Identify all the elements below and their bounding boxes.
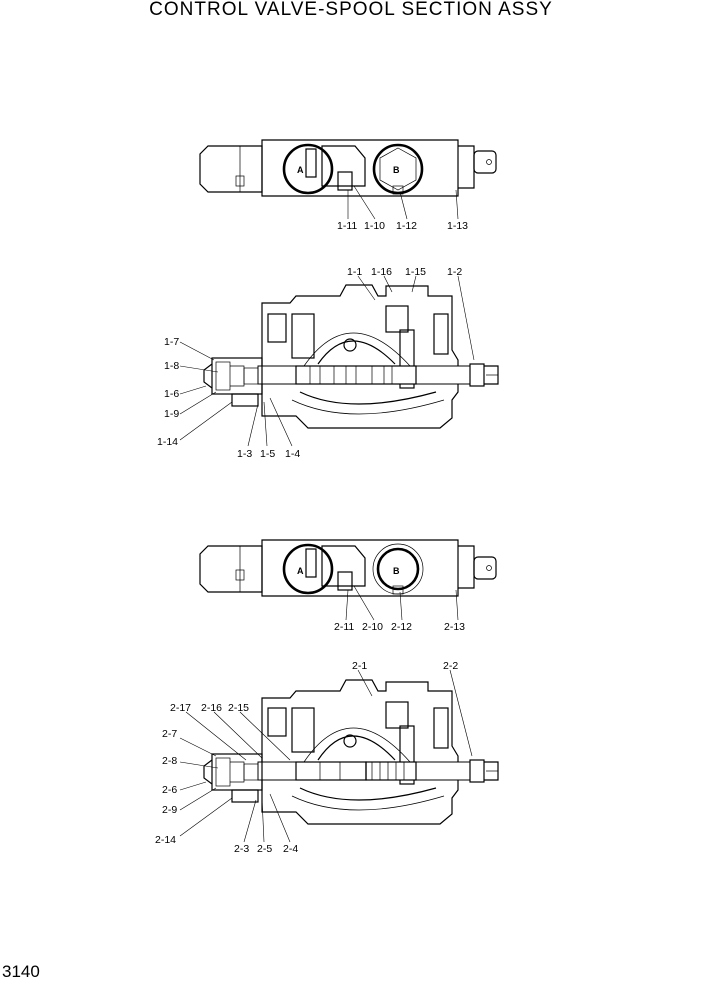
view-4-leaders (179, 669, 473, 843)
part-label-2-17: 2-17 (170, 702, 191, 714)
part-label-2-13: 2-13 (444, 621, 465, 633)
part-label-1-2: 1-2 (447, 266, 462, 278)
part-label-1-14: 1-14 (157, 436, 178, 448)
part-label-2-8: 2-8 (162, 755, 177, 767)
part-label-2-7: 2-7 (162, 728, 177, 740)
part-label-2-6: 2-6 (162, 784, 177, 796)
part-label-1-9: 1-9 (164, 408, 179, 420)
view-2-section (203, 284, 499, 429)
part-label-1-5: 1-5 (260, 448, 275, 460)
part-label-1-8: 1-8 (164, 360, 179, 372)
port-label-b: B (393, 165, 400, 175)
part-label-2-4: 2-4 (283, 843, 298, 855)
part-label-1-10: 1-10 (364, 220, 385, 232)
part-label-2-11: 2-11 (334, 621, 354, 633)
part-label-2-12: 2-12 (391, 621, 412, 633)
view-3-top (199, 539, 497, 597)
part-label-2-16: 2-16 (201, 702, 222, 714)
port-label-a: A (297, 566, 304, 576)
part-label-2-3: 2-3 (234, 843, 249, 855)
part-label-1-15: 1-15 (405, 266, 426, 278)
part-label-1-1: 1-1 (347, 266, 362, 278)
part-label-1-3: 1-3 (237, 448, 252, 460)
port-label-a: A (297, 165, 304, 175)
view-3-leaders (345, 585, 459, 621)
page-title: CONTROL VALVE-SPOOL SECTION ASSY (149, 0, 553, 20)
part-label-1-12: 1-12 (396, 220, 417, 232)
page-number: 3140 (2, 962, 40, 981)
part-label-1-4: 1-4 (285, 448, 300, 460)
part-label-2-15: 2-15 (228, 702, 249, 714)
view-2-leaders (179, 275, 475, 447)
part-label-2-10: 2-10 (362, 621, 383, 633)
part-label-2-2: 2-2 (443, 660, 458, 672)
part-label-1-16: 1-16 (371, 266, 392, 278)
part-label-2-1: 2-1 (352, 660, 367, 672)
port-label-b: B (393, 566, 400, 576)
part-label-2-14: 2-14 (155, 834, 176, 846)
view-1-top (199, 139, 497, 197)
part-label-2-9: 2-9 (162, 804, 177, 816)
part-label-1-7: 1-7 (164, 336, 179, 348)
part-label-1-6: 1-6 (164, 388, 179, 400)
view-1-leaders (347, 185, 459, 220)
view-4-section (203, 679, 499, 825)
part-label-1-11: 1-11 (337, 220, 357, 232)
part-label-2-5: 2-5 (257, 843, 272, 855)
part-label-1-13: 1-13 (447, 220, 468, 232)
